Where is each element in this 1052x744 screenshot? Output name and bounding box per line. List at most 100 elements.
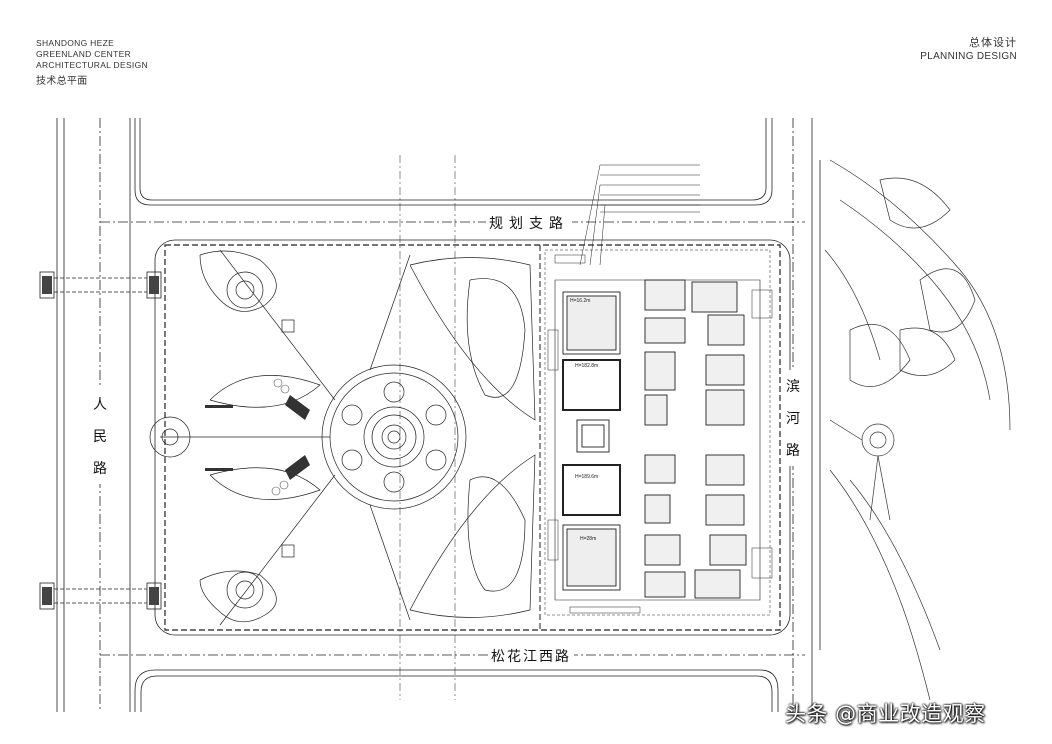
east-bldg-12 <box>705 494 745 526</box>
bridge-pier <box>42 587 52 605</box>
stair-bar-1 <box>205 405 233 408</box>
river-park-curve-4 <box>829 469 931 701</box>
river-rosette-core <box>869 431 887 449</box>
north-block-outline <box>134 118 773 206</box>
stair-bar-2 <box>205 468 233 471</box>
east-bldg-11 <box>644 494 671 524</box>
east-bldg-7 <box>644 394 668 426</box>
east-bldg-16 <box>694 569 741 599</box>
bridge-pier <box>42 276 52 294</box>
plaza-circle-5 <box>381 424 407 450</box>
road-west-char-1: 人 <box>93 396 107 412</box>
east-bldg-1 <box>644 279 686 311</box>
bridge-pier <box>149 587 159 605</box>
podium-outline <box>554 279 761 601</box>
fountain-nw-core <box>235 280 255 300</box>
road-west-char-2: 民 <box>93 428 107 444</box>
fountain-sw <box>226 571 264 609</box>
diagonal-axes <box>219 249 336 626</box>
project-line-3: ARCHITECTURAL DESIGN <box>36 60 148 70</box>
east-ramp-1 <box>751 289 773 319</box>
west-plaza-circle-core <box>161 428 179 446</box>
east-bldg-4 <box>707 314 745 346</box>
core-tower-inner <box>581 424 605 448</box>
plaza-circle-core <box>387 430 401 444</box>
plaza-flower-s <box>383 471 405 493</box>
tower-height-3: H=189.6m <box>575 474 598 480</box>
south-block-outline <box>134 669 779 712</box>
plaza-circle-4 <box>371 414 417 460</box>
east-bldg-9 <box>644 454 676 484</box>
dark-roof-2 <box>285 455 310 480</box>
east-bldg-13 <box>644 534 681 566</box>
east-bldg-15 <box>644 571 686 598</box>
road-label-north: 规划支路 <box>486 213 572 233</box>
dark-roof-1 <box>285 395 310 420</box>
road-east-char-2: 河 <box>786 410 800 426</box>
section-title-cn: 总体设计 <box>969 37 1017 49</box>
river-paths <box>829 419 891 521</box>
tree <box>273 378 283 388</box>
river-park-curve-3 <box>824 249 881 361</box>
petal-2 <box>899 327 956 376</box>
tower-south <box>562 464 621 516</box>
west-plaza-circle <box>149 416 191 458</box>
building-block-1 <box>562 291 621 355</box>
north-parking-strip <box>554 254 586 264</box>
project-line-1: SHANDONG HEZE <box>36 38 115 48</box>
lawn-south <box>409 454 536 618</box>
bridge-nw-right <box>146 271 162 299</box>
east-bldg-3 <box>644 317 686 344</box>
note-leaders <box>600 164 700 213</box>
note-arrows <box>579 164 606 266</box>
landscape-sw <box>199 570 277 623</box>
east-bldg-10 <box>705 454 745 486</box>
section-title-en: PLANNING DESIGN <box>920 51 1017 62</box>
tree <box>271 486 281 496</box>
river-park-curve-1 <box>829 159 1011 431</box>
core-tower <box>576 419 610 453</box>
plaza-circle-2 <box>329 372 459 502</box>
fountain-nw <box>226 271 264 309</box>
diagonal-axes-2 <box>369 254 411 621</box>
road-east-char-3: 路 <box>786 442 800 458</box>
road-label-south: 松花江西路 <box>488 646 574 666</box>
road-west-char-3: 路 <box>93 460 107 476</box>
petal-1 <box>919 268 976 333</box>
east-ramp-2 <box>751 547 773 579</box>
tower-height-2: H=182.8m <box>575 363 598 369</box>
bridge-pier <box>149 276 159 294</box>
building-block-1-inner <box>566 295 617 351</box>
tree <box>279 480 289 490</box>
river-park-curve-5 <box>849 479 941 651</box>
south-block-outline-inner <box>140 675 773 712</box>
east-bldg-6 <box>705 354 745 386</box>
drawing-subtitle: 技术总平面 <box>36 76 88 87</box>
building-line <box>164 244 781 631</box>
garden-oval-south <box>467 476 526 592</box>
plaza-flower-n <box>383 381 405 403</box>
bridge-sw-right <box>146 582 162 610</box>
plaza-flower-ne <box>425 404 447 426</box>
road-label-west: 人 民 路 <box>92 388 108 484</box>
plaza-flower-se <box>425 449 447 471</box>
east-bldg-2 <box>691 281 738 313</box>
plaza-flower-nw <box>341 404 363 426</box>
building-block-4 <box>562 524 621 591</box>
header-right: 总体设计 PLANNING DESIGN <box>920 37 1017 63</box>
east-bldg-5 <box>644 351 676 391</box>
plaza-flower-sw <box>341 449 363 471</box>
tower-north <box>562 359 621 411</box>
building-block-4-inner <box>566 528 617 587</box>
leaf-south <box>209 467 321 500</box>
watermark: 头条 @商业改造观察 <box>785 702 986 726</box>
road-label-east: 滨 河 路 <box>785 370 801 466</box>
east-bldg-14 <box>709 534 747 566</box>
landscape-nw <box>199 250 277 312</box>
west-ramp-2 <box>547 519 559 561</box>
tree <box>280 384 290 394</box>
tower-height-1: H=16.2m <box>570 298 590 304</box>
tower-height-4: H=28m <box>580 536 596 542</box>
east-bldg-8 <box>705 389 745 426</box>
